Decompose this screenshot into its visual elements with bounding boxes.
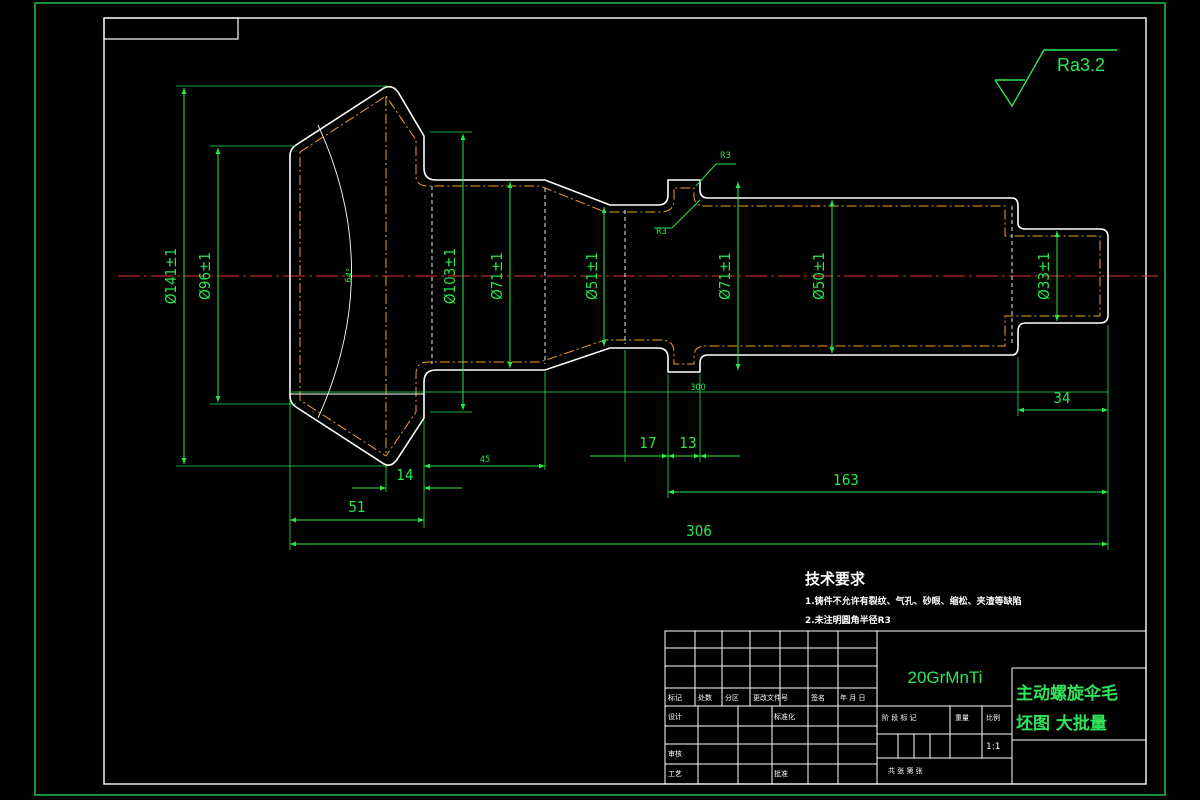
dim-dia71b: Ø71±1 xyxy=(716,252,734,300)
tb-ratio-label: 比例 xyxy=(986,713,1000,722)
dim-dia50: Ø50±1 xyxy=(810,252,828,300)
tb-col-label: 标记 xyxy=(668,693,682,702)
part-name-line2: 坯图 大批量 xyxy=(1016,713,1107,734)
dim-len34: 34 xyxy=(1053,389,1070,407)
corner-tag-box xyxy=(103,17,239,40)
dim-len14: 14 xyxy=(396,466,413,484)
dim-len45: 45 xyxy=(480,455,490,465)
extension-lines xyxy=(176,85,1109,550)
tb-approve-label: 批准 xyxy=(774,769,788,778)
surface-finish-symbol: Ra3.2 xyxy=(994,49,1117,108)
material-label: 20GrMnTi xyxy=(908,668,983,687)
tb-sheet-label: 共 张 第 张 xyxy=(888,766,923,775)
dim-dia51: Ø51±1 xyxy=(583,252,601,300)
part-name-line1: 主动螺旋伞毛 xyxy=(1016,683,1118,704)
tb-weight-label: 重量 xyxy=(955,714,969,722)
tech-requirements-title: 技术要求 xyxy=(805,570,866,588)
dim-len306: 306 xyxy=(686,522,712,540)
tb-col-label: 年 月 日 xyxy=(840,693,865,702)
dim-dia141: Ø141±1 xyxy=(162,248,180,304)
tb-stage-label: 阶 段 标 记 xyxy=(882,713,917,722)
outer-frame xyxy=(34,2,1166,796)
tech-requirement-item: 2.未注明圆角半径R3 xyxy=(805,614,891,626)
dim-len163: 163 xyxy=(833,471,859,489)
dim-r3-top: R3 xyxy=(720,151,731,161)
tb-col-label: 更改文件号 xyxy=(753,693,788,702)
title-block xyxy=(664,630,1147,785)
tech-requirement-item: 1.铸件不允许有裂纹、气孔、砂眼、缩松、夹渣等缺陷 xyxy=(805,595,1022,607)
dimension-lines xyxy=(181,88,1108,547)
dim-dia96: Ø96±1 xyxy=(196,252,214,300)
dim-angle: 64° xyxy=(344,268,356,284)
tb-col-label: 签名 xyxy=(811,693,825,702)
surface-finish-label: Ra3.2 xyxy=(1057,55,1105,75)
dim-dia103: Ø103±1 xyxy=(441,248,459,304)
section-lines xyxy=(290,124,1013,419)
dim-len300: 300 xyxy=(690,383,705,393)
dim-len17: 17 xyxy=(639,434,656,452)
dim-len13: 13 xyxy=(679,434,696,452)
title-block-text: 20GrMnTi 主动螺旋伞毛 坯图 大批量 标记 处数 分区 更改文件号 签名… xyxy=(668,668,1118,778)
tech-requirements: 技术要求 1.铸件不允许有裂纹、气孔、砂眼、缩松、夹渣等缺陷 2.未注明圆角半径… xyxy=(805,570,1022,626)
part-outline xyxy=(289,85,1109,466)
tb-standardize-label: 标准化 xyxy=(774,712,795,721)
tb-review-label: 审核 xyxy=(668,749,682,758)
tb-designer-label: 设计 xyxy=(668,712,682,721)
dim-len51: 51 xyxy=(348,498,365,516)
tb-process-label: 工艺 xyxy=(668,770,682,778)
dim-r3-bottom: R3 xyxy=(656,227,667,237)
dim-dia33: Ø33±1 xyxy=(1035,252,1053,300)
tb-scale-value: 1:1 xyxy=(986,742,1000,752)
tb-col-label: 处数 xyxy=(698,693,712,702)
inner-frame xyxy=(103,17,1147,785)
dim-dia71a: Ø71±1 xyxy=(488,252,506,300)
tb-col-label: 分区 xyxy=(725,693,739,702)
